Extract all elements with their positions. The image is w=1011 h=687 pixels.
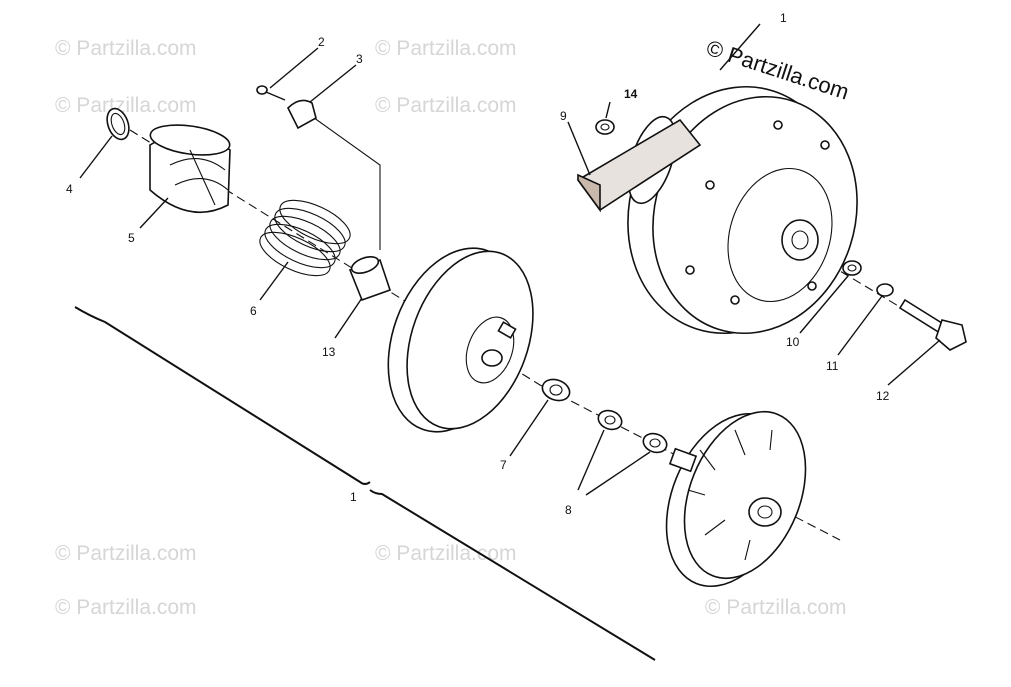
- callout-2: 2: [318, 35, 325, 49]
- part-11-lock-washer: [876, 283, 894, 297]
- callout-12: 12: [876, 389, 890, 403]
- callout-9: 9: [560, 109, 567, 123]
- callout-11: 11: [826, 359, 839, 373]
- callout-10: 10: [786, 335, 800, 349]
- part-9-belt: [576, 118, 702, 213]
- callout-6: 6: [250, 304, 257, 318]
- part-5-helix: [149, 124, 231, 213]
- movable-sheave: [387, 247, 534, 433]
- part-7-spacer: [541, 378, 571, 402]
- callout-labels: 1 2 3 4 5 6 7 8 9 10 11 12 13 14 1: [66, 11, 890, 517]
- assembly-bracket-right: [369, 489, 656, 661]
- watermark: © Partzilla.com: [375, 542, 517, 565]
- watermark: © Partzilla.com: [705, 596, 847, 619]
- callout-4: 4: [66, 182, 73, 196]
- part-13-bushing: [348, 256, 392, 302]
- watermark: © Partzilla.com: [55, 37, 197, 60]
- part-6-spring: [259, 199, 351, 277]
- bolt-axis-centerline: [804, 249, 931, 326]
- part-14-washer: [595, 119, 615, 135]
- watermark: © Partzilla.com: [375, 37, 517, 60]
- part-4-snap-ring: [106, 107, 130, 141]
- part-8-washers: [597, 409, 668, 454]
- watermark: © Partzilla.com: [55, 94, 197, 117]
- callout-13: 13: [322, 345, 336, 359]
- callout-7: 7: [500, 458, 507, 472]
- fixed-sheave: [665, 410, 807, 588]
- watermark: © Partzilla.com: [375, 94, 517, 117]
- part-10-washer: [842, 260, 862, 276]
- part-3-button: [287, 99, 317, 130]
- callout-3: 3: [356, 52, 363, 66]
- watermark: © Partzilla.com: [55, 542, 197, 565]
- callout-14: 14: [624, 87, 638, 101]
- callout-1-top: 1: [780, 11, 787, 25]
- watermark-layer: © Partzilla.com © Partzilla.com © Partzi…: [55, 37, 847, 619]
- part-12-bolt: [898, 298, 967, 351]
- callout-8: 8: [565, 503, 572, 517]
- pin-leader-path: [309, 114, 381, 250]
- callout-5: 5: [128, 231, 135, 245]
- callout-1-bottom: 1: [350, 490, 357, 504]
- leader-lines: [79, 23, 941, 496]
- watermark: © Partzilla.com: [55, 596, 197, 619]
- assembly-bracket-left: [74, 306, 371, 485]
- part-2-pin: [256, 85, 286, 101]
